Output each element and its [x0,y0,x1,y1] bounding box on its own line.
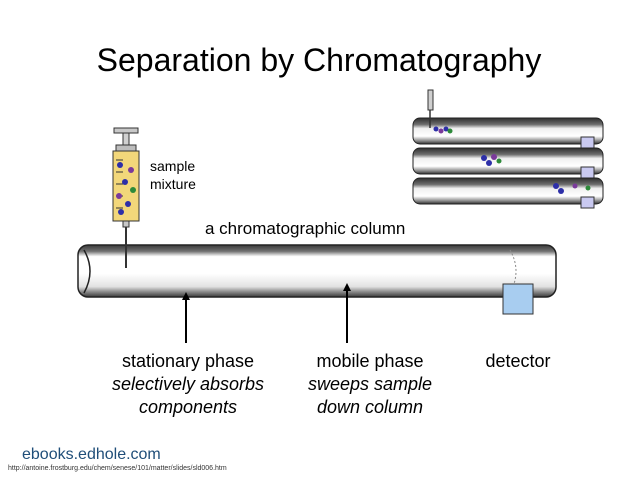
syringe-icon [112,127,140,268]
column-caption: a chromatographic column [205,219,406,238]
sample-mixture-label: sample mixture [150,158,196,192]
main-column [77,244,557,298]
small-syringe-icon [427,89,434,111]
detector-label: detector [485,351,551,371]
mobile-phase-arrow [343,283,351,343]
footer-source-url[interactable]: http://antoine.frostburg.edu/chem/senese… [8,465,227,472]
small-column-1 [412,89,604,149]
small-column-3 [412,177,604,209]
detector-box [502,283,534,315]
footer-site-link[interactable]: ebooks.edhole.com [22,446,161,463]
small-column-2 [412,147,604,179]
stationary-phase-label: stationary phase selectively absorbs com… [111,351,265,417]
stationary-phase-arrow [182,292,190,343]
mobile-phase-label: mobile phase sweeps sample down column [307,351,433,417]
page-title: Separation by Chromatography [96,42,542,78]
column-left-end [83,249,91,294]
column-sequence [412,89,604,209]
